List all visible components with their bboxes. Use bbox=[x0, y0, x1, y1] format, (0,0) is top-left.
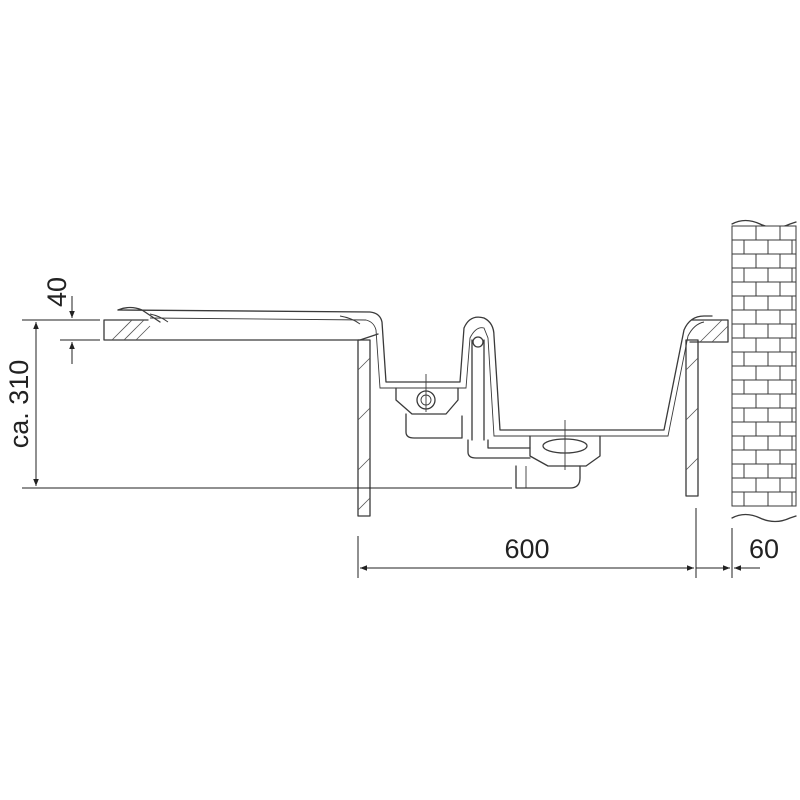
brick bbox=[791, 407, 797, 423]
brick bbox=[779, 393, 797, 409]
main-bowl-waste bbox=[515, 420, 601, 489]
brick-wall bbox=[731, 219, 797, 523]
brick bbox=[731, 435, 745, 451]
brick bbox=[791, 379, 797, 395]
brick bbox=[779, 421, 797, 437]
brick bbox=[755, 421, 781, 437]
overflow-pipe bbox=[467, 336, 531, 459]
brick bbox=[731, 365, 757, 381]
brick bbox=[755, 225, 781, 241]
brick bbox=[731, 491, 745, 507]
brick bbox=[731, 379, 745, 395]
cabinet-panel-left bbox=[357, 339, 371, 517]
brick bbox=[755, 281, 781, 297]
countertop bbox=[103, 319, 729, 343]
brick bbox=[743, 267, 769, 283]
brick bbox=[743, 295, 769, 311]
brick bbox=[767, 351, 793, 367]
brick bbox=[779, 477, 797, 493]
brick bbox=[731, 295, 745, 311]
brick bbox=[767, 435, 793, 451]
brick bbox=[791, 323, 797, 339]
brick bbox=[755, 337, 781, 353]
brick bbox=[779, 337, 797, 353]
brick bbox=[767, 407, 793, 423]
brick bbox=[731, 225, 757, 241]
brick bbox=[767, 295, 793, 311]
brick bbox=[791, 491, 797, 507]
cabinet-panel-right bbox=[685, 339, 699, 497]
brick bbox=[731, 267, 745, 283]
brick bbox=[779, 309, 797, 325]
dimension-label-bowl-depth: ca. 310 bbox=[4, 360, 34, 449]
brick bbox=[791, 435, 797, 451]
brick bbox=[731, 449, 757, 465]
brick bbox=[743, 491, 769, 507]
brick bbox=[731, 281, 757, 297]
brick bbox=[731, 393, 757, 409]
brick bbox=[755, 365, 781, 381]
dimension-label-top-thickness: 40 bbox=[42, 277, 72, 307]
brick bbox=[731, 477, 757, 493]
brick bbox=[755, 393, 781, 409]
brick bbox=[791, 267, 797, 283]
brick bbox=[731, 421, 757, 437]
small-bowl-waste bbox=[395, 374, 463, 439]
brick bbox=[791, 463, 797, 479]
brick bbox=[743, 435, 769, 451]
dimension-bowl-depth: ca. 310 bbox=[4, 319, 512, 489]
brick bbox=[791, 295, 797, 311]
brick bbox=[731, 323, 745, 339]
brick bbox=[731, 239, 745, 255]
brick bbox=[767, 323, 793, 339]
brick bbox=[731, 407, 745, 423]
brick bbox=[755, 449, 781, 465]
brick bbox=[755, 477, 781, 493]
brick bbox=[767, 267, 793, 283]
brick bbox=[779, 253, 797, 269]
brick bbox=[743, 407, 769, 423]
brick bbox=[743, 351, 769, 367]
brick bbox=[731, 253, 757, 269]
brick bbox=[731, 351, 745, 367]
countertop-hatching-right bbox=[699, 319, 729, 343]
brick bbox=[731, 309, 757, 325]
brick bbox=[779, 281, 797, 297]
dimension-label-wall-gap: 60 bbox=[749, 534, 779, 564]
brick bbox=[755, 309, 781, 325]
brick bbox=[731, 337, 757, 353]
brick bbox=[791, 351, 797, 367]
brick bbox=[767, 379, 793, 395]
dimension-label-cabinet-width: 600 bbox=[504, 534, 549, 564]
brick bbox=[743, 323, 769, 339]
brick bbox=[779, 449, 797, 465]
brick bbox=[731, 463, 745, 479]
brick bbox=[743, 379, 769, 395]
brick bbox=[743, 463, 769, 479]
dimension-top-thickness: 40 bbox=[42, 277, 100, 364]
brick bbox=[767, 491, 793, 507]
brick bbox=[767, 463, 793, 479]
brick bbox=[779, 225, 797, 241]
dimension-wall-gap: 60 bbox=[696, 528, 779, 578]
brick bbox=[767, 239, 793, 255]
brick bbox=[791, 239, 797, 255]
dimension-cabinet-width: 600 bbox=[357, 508, 697, 578]
sink-profile bbox=[117, 306, 713, 437]
countertop-hatching-left bbox=[111, 319, 151, 341]
brick bbox=[779, 365, 797, 381]
brick bbox=[755, 253, 781, 269]
brick bbox=[743, 239, 769, 255]
